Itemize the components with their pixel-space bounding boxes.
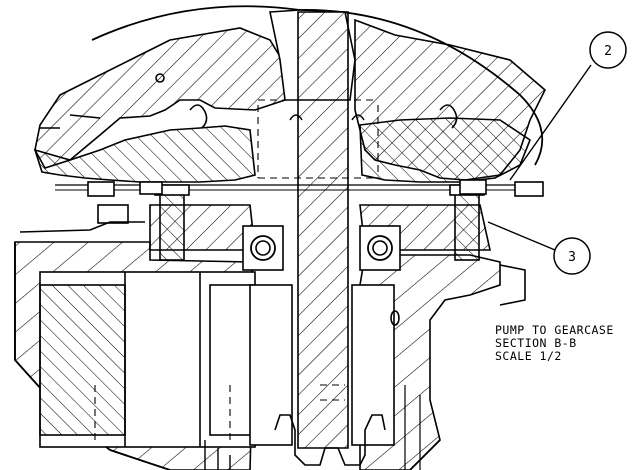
drawing-caption: PUMP TO GEARCASE SECTION B-B SCALE 1/2	[495, 324, 638, 363]
mounting-flange-right	[359, 117, 531, 183]
nut-right-a	[459, 179, 487, 195]
callout-2-label: 2	[604, 44, 612, 59]
caption-title: PUMP TO GEARCASE	[495, 324, 614, 337]
callout-3-label: 3	[568, 250, 576, 265]
nut-left-b	[139, 181, 163, 195]
mounting-flange-left	[33, 125, 256, 183]
bearing-left	[242, 225, 284, 271]
bolt-left	[159, 189, 185, 261]
nut-left-a	[87, 181, 115, 197]
lower-sleeve-right	[351, 284, 395, 446]
detail-view	[14, 5, 546, 470]
nut-right-b	[514, 181, 544, 197]
caption-section: SECTION B-B	[495, 336, 577, 350]
lower-sleeve-left	[249, 284, 293, 446]
caption-scale: SCALE 1/2	[495, 349, 562, 363]
coupling	[274, 414, 386, 466]
bolt-right	[454, 189, 480, 261]
callout-3: 3	[487, 221, 591, 275]
gearcase-right	[359, 254, 501, 470]
bearing-right	[359, 225, 401, 271]
drive-shaft	[297, 11, 349, 449]
callout-2: 2	[509, 31, 627, 181]
